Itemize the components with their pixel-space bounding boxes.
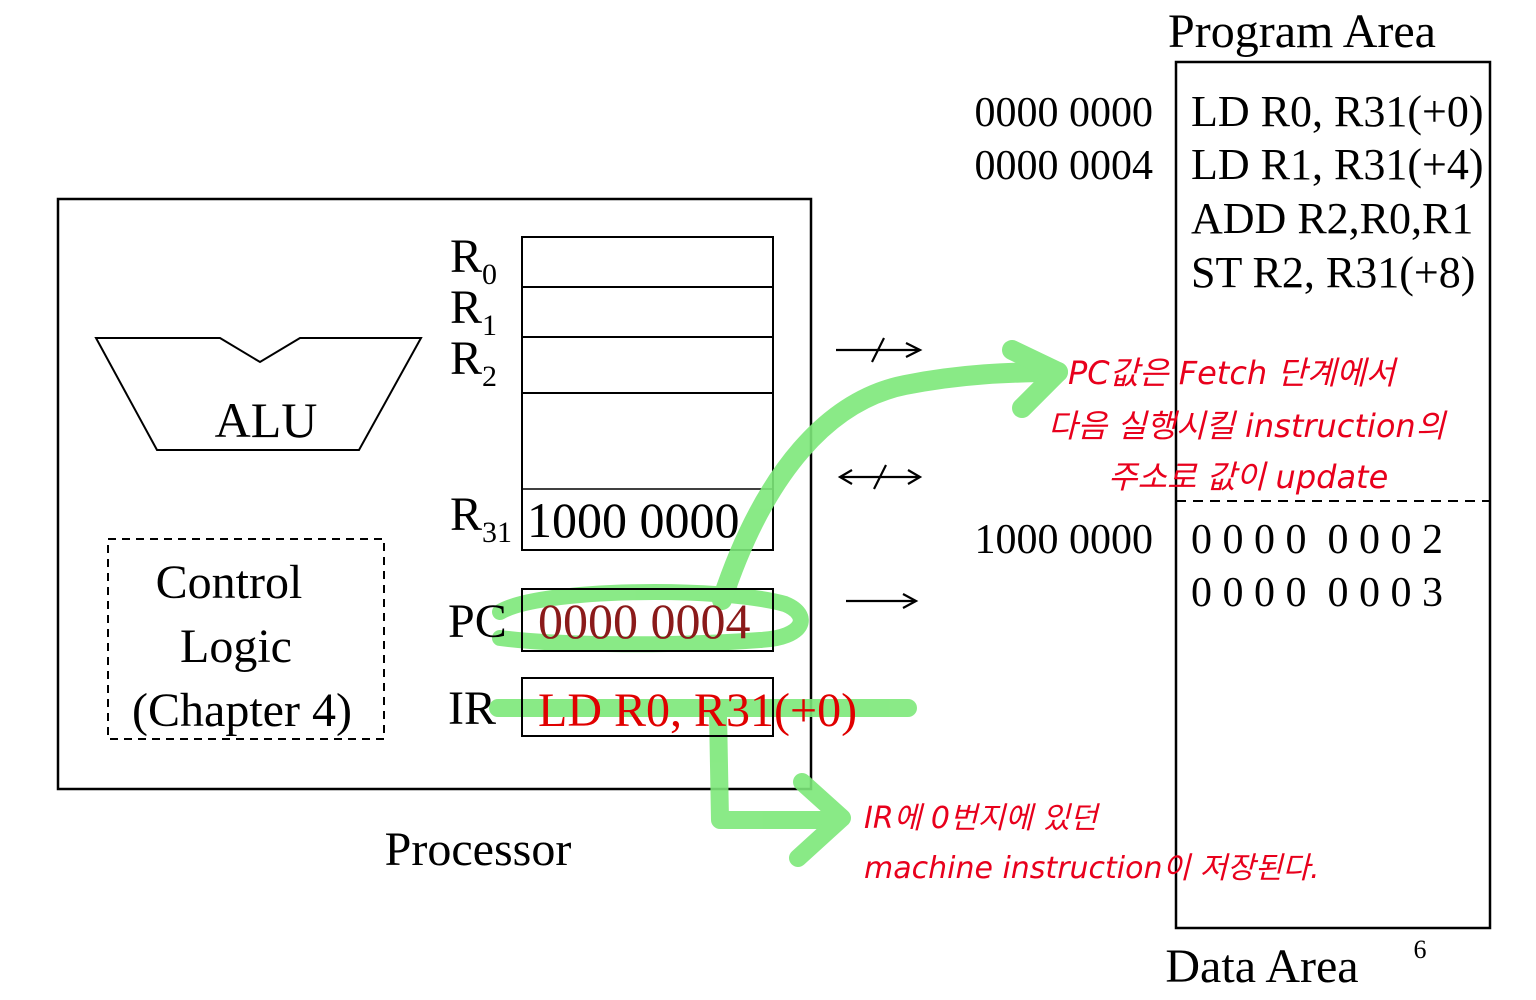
program-address: 0000 0000 (975, 90, 1154, 136)
ir-annotation: IR에 0번지에 있던 machine instruction이 저장된다. (864, 801, 1320, 886)
control-logic-line-1: Control (156, 556, 303, 609)
program-address: 0000 0004 (975, 143, 1154, 189)
pc-value: 0000 0004 (538, 593, 751, 649)
program-instruction: LD R1, R31(+4) (1191, 140, 1483, 189)
data-address: 1000 0000 (975, 517, 1154, 563)
register-label-r2: R2 (450, 332, 497, 393)
ir-value: LD R0, R31(+0) (538, 684, 857, 737)
processor-label: Processor (385, 823, 572, 876)
data-value: 0 0 0 0 0 0 0 2 (1191, 517, 1443, 563)
register-label-r1: R1 (450, 281, 497, 342)
register-label-r0: R0 (450, 230, 497, 291)
ir-annotation-line: machine instruction이 저장된다. (864, 851, 1320, 886)
program-instruction: LD R0, R31(+0) (1191, 87, 1483, 136)
data-value: 0 0 0 0 0 0 0 3 (1191, 570, 1443, 616)
ir-annotation-line: IR에 0번지에 있던 (864, 801, 1101, 836)
address-bus-arrow (836, 337, 923, 363)
pc-annotation-line: 주소로 값이 update (1108, 458, 1388, 496)
data-bus-arrow (837, 464, 923, 490)
pc-arrow-highlight (712, 362, 1068, 610)
data-area-title: Data Area (1165, 940, 1358, 993)
memory-box (1174, 60, 1492, 930)
ir-label: IR (448, 682, 496, 735)
program-area-title: Program Area (1168, 5, 1436, 58)
pc-label: PC (448, 595, 507, 648)
program-instruction: ST R2, R31(+8) (1191, 248, 1475, 297)
register-label-r31: R31 (450, 488, 512, 549)
ir-arrow-highlight (709, 703, 847, 829)
pc-register-box (521, 588, 774, 652)
pc-highlight (492, 584, 809, 653)
bus-arrows (836, 337, 923, 609)
control-arrow (846, 593, 919, 609)
alu-label: ALU (215, 392, 318, 448)
pc-annotation-line: 다음 실행시킬 instruction의 (1048, 407, 1448, 445)
r31-value: 1000 0000 (527, 492, 740, 548)
alu-shape (94, 337, 423, 451)
pc-arrowhead-highlight (1002, 340, 1068, 418)
ir-register-box (521, 677, 774, 737)
program-instruction: ADD R2,R0,R1 (1191, 194, 1473, 243)
pc-annotation-line: PC값은 Fetch 단계에서 (1068, 354, 1399, 392)
ir-arrowhead-highlight (789, 773, 851, 867)
pc-annotation: PC값은 Fetch 단계에서 다음 실행시킬 instruction의 주소로… (1048, 354, 1448, 496)
processor-box (56, 197, 813, 791)
control-logic-line-3: (Chapter 4) (132, 684, 352, 737)
control-logic-line-2: Logic (180, 620, 292, 673)
page-number: 6 (1414, 935, 1427, 964)
highlight-strokes (489, 340, 1068, 867)
